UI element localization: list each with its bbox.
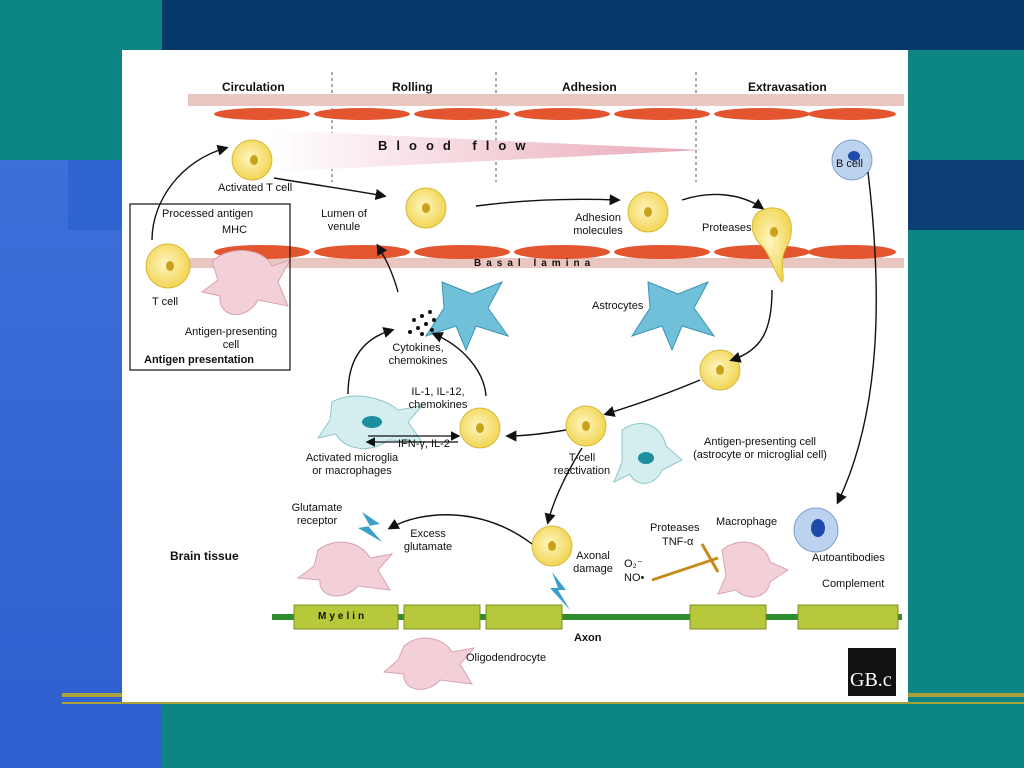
stage-extravasation: Extravasation [748, 80, 827, 94]
axon-label: Axon [574, 632, 602, 644]
publisher-logo: GB.c [848, 648, 896, 696]
cytokine-dots [408, 310, 436, 336]
b-cell-label: B cell [836, 158, 863, 170]
proteases-top-label: Proteases [702, 222, 752, 234]
t-cell [751, 207, 792, 283]
axon-line [272, 614, 902, 620]
complement-label: Complement [822, 578, 885, 590]
oligodendrocyte-label: Oligodendrocyte [466, 652, 547, 664]
stage-adhesion: Adhesion [562, 80, 617, 94]
microglia-label-2: or macrophages [312, 465, 392, 477]
diagram-panel: Circulation Rolling Adhesion Extravasati… [122, 50, 908, 702]
ifn-label: IFN-γ, IL-2 [398, 438, 450, 450]
axonal-damage-label-2: damage [573, 563, 613, 575]
il-label-1: IL-1, IL-12, [411, 386, 465, 398]
mhc-label: MHC [222, 224, 248, 236]
axonal-damage-bolt [550, 572, 570, 610]
t-cell-label: T cell [152, 296, 179, 308]
pathway-arrows [151, 144, 877, 545]
apc-astro-label-2: (astrocyte or microglial cell) [693, 449, 827, 461]
myelin-sheaths [293, 604, 899, 630]
apc-label-1: Antigen-presenting [184, 326, 278, 338]
tcell-reactivation-label-1: T-cell [568, 452, 596, 464]
excess-glutamate-label-1: Excess [410, 528, 446, 540]
axonal-damage-label-1: Axonal [576, 550, 610, 562]
apc-inset-graphic [200, 249, 292, 316]
vessel-wall-top [188, 94, 904, 106]
o2-label: O₂⁻ [624, 558, 643, 570]
blood-flow-label: Blood flow [378, 138, 535, 153]
excess-glutamate-label-2: glutamate [403, 541, 453, 553]
glutamate-receptor-label-1: Glutamate [291, 502, 343, 514]
endothelial-cells-bottom [214, 245, 896, 259]
slide-right-accent [908, 160, 1024, 230]
myelin-label: Myelin [318, 611, 368, 622]
cytokines-label-2: chemokines [388, 355, 448, 367]
vessel-wall-bottom [188, 258, 904, 268]
lumen-label-2: venule [327, 221, 361, 233]
microglia-label-1: Activated microglia [305, 452, 399, 464]
macrophage-label: Macrophage [716, 516, 778, 528]
activated-t-cell-label: Activated T cell [218, 182, 293, 194]
lumen-label-1: Lumen of [321, 208, 367, 220]
slide-left-accent [68, 160, 128, 230]
glutamate-bolt [358, 512, 382, 542]
slide-divider-line-thin [62, 702, 1024, 704]
endothelial-cells-top [214, 108, 896, 120]
no-label: NO• [624, 572, 645, 584]
apc-astro-label-1: Antigen-presenting cell [704, 436, 816, 448]
processed-antigen-label: Processed antigen [162, 208, 254, 220]
brain-tissue-label: Brain tissue [170, 549, 239, 563]
slide-top-band [162, 0, 1024, 50]
astrocytes-label: Astrocytes [592, 300, 644, 312]
stage-circulation: Circulation [222, 80, 285, 94]
adhesion-label-1: Adhesion [575, 212, 621, 224]
tnf-label: TNF-α [662, 536, 694, 548]
blood-flow-wedge [272, 130, 702, 172]
brain-tissue-cells [296, 541, 790, 690]
antigen-presentation-label: Antigen presentation [144, 354, 255, 366]
basal-lamina-label: Basal lamina [474, 258, 596, 269]
tnf-arrow [700, 543, 720, 573]
proteases-bottom-label: Proteases [650, 522, 700, 534]
autoantibodies-label: Autoantibodies [812, 552, 885, 564]
o2-arrow [651, 556, 719, 582]
glutamate-receptor-label-2: receptor [296, 515, 338, 527]
adhesion-label-2: molecules [573, 225, 623, 237]
antigen-presentation-box [129, 203, 291, 371]
astrocytes-graphic [424, 281, 716, 352]
il-label-2: chemokines [408, 399, 468, 411]
apc-label-2: cell [222, 339, 240, 351]
t-cell-nuclei [166, 155, 778, 551]
stage-rolling: Rolling [392, 80, 433, 94]
tcell-reactivation-label-2: reactivation [553, 465, 611, 477]
cytokines-label-1: Cytokines, [392, 342, 444, 354]
diagram-graphics [129, 72, 904, 690]
